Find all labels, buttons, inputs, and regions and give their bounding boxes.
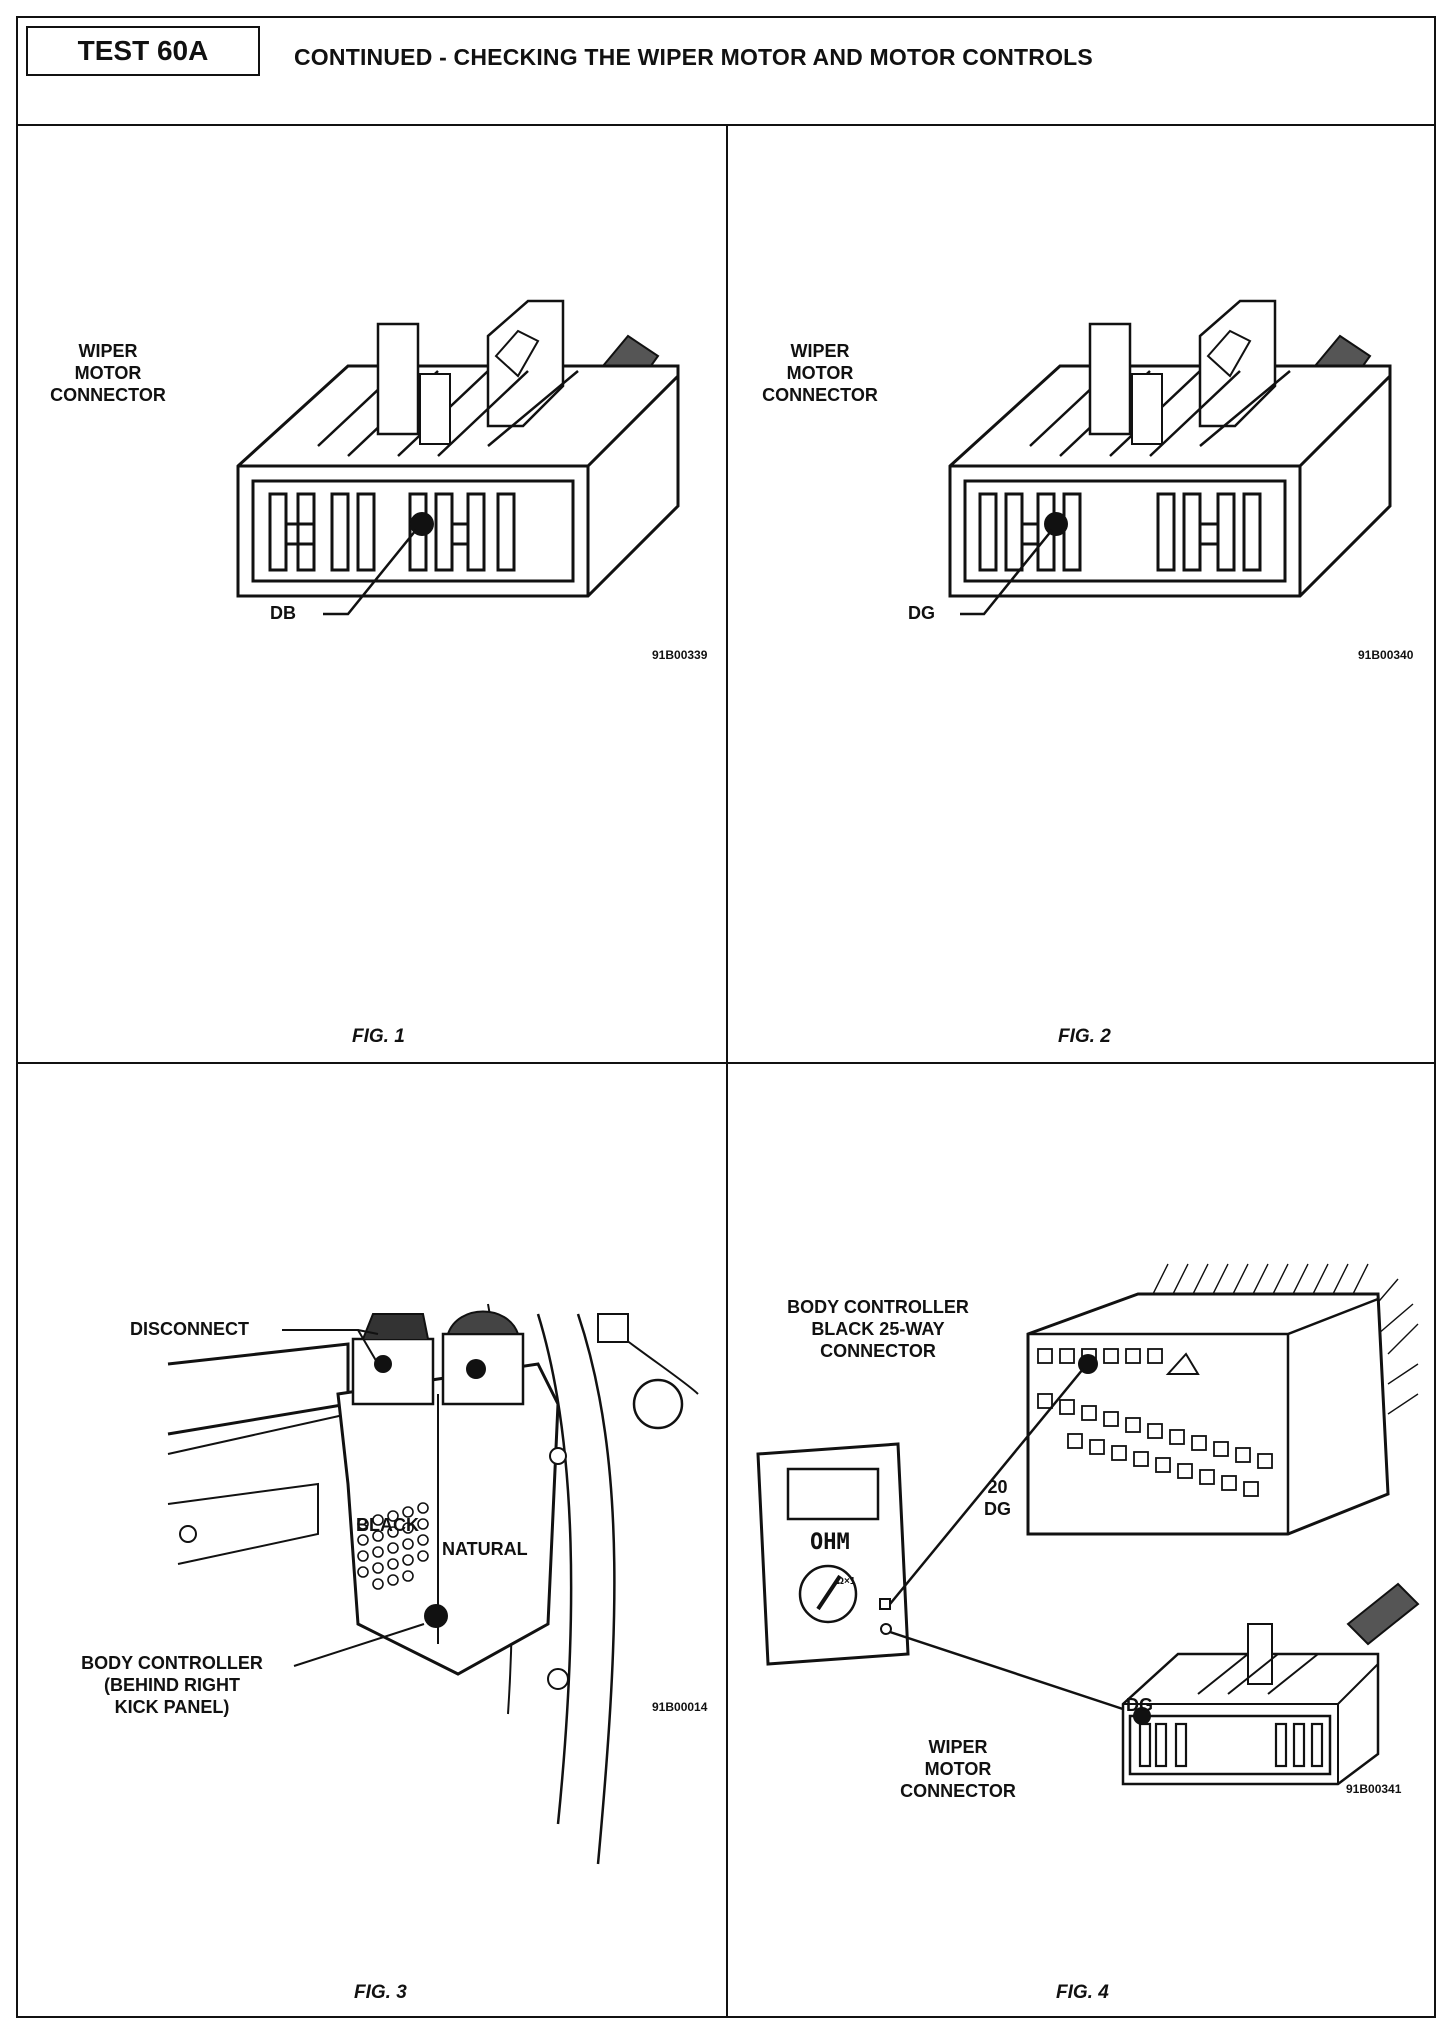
wiper-connector-drawing [948,299,1392,616]
panel-divider-vertical [726,126,728,2018]
fig4-drawing-code: 91B00341 [1346,1782,1402,1796]
test-setup-drawing [756,1263,1420,1786]
figure-2-panel: WIPER MOTOR CONNECTOR [728,126,1436,1062]
test-number: TEST 60A [77,35,209,66]
figure-3-panel: DISCONNECT BLACK NATURAL BODY CONTROLLER… [18,1064,726,2018]
fig4-wire-label: DG [1126,1695,1153,1715]
page-header: TEST 60A CONTINUED - CHECKING THE WIPER … [18,18,1434,126]
fig2-drawing-code: 91B00340 [1358,648,1414,662]
wiper-connector-drawing [236,299,680,616]
fig3-controller-label: BODY CONTROLLER (BEHIND RIGHT KICK PANEL… [81,1653,263,1717]
wire-bundle [1346,1582,1420,1646]
panel-divider-horizontal [18,1062,1434,1064]
fig2-caption: FIG. 2 [1058,1026,1111,1047]
fig4-pin-label: 20 DG [984,1477,1011,1519]
figure-1-panel: WIPER MOTOR CONNECTOR [18,126,726,1062]
fig2-connector-label: WIPER MOTOR CONNECTOR [762,341,878,405]
meter-range: Ω×1 [836,1576,856,1587]
fig3-caption: FIG. 3 [354,1982,407,2003]
fig2-wire-label: DG [908,603,935,623]
fig4-caption: FIG. 4 [1056,1982,1109,2003]
fig1-connector-label: WIPER MOTOR CONNECTOR [50,341,166,405]
page-title: CONTINUED - CHECKING THE WIPER MOTOR AND… [294,44,1093,70]
fig3-disconnect-label: DISCONNECT [130,1319,250,1339]
fig4-controller-label: BODY CONTROLLER BLACK 25-WAY CONNECTOR [787,1297,969,1361]
test-number-box: TEST 60A [26,26,260,76]
probe-point [1044,512,1068,536]
body-controller-drawing [167,1303,699,1865]
probe-point [424,1604,448,1628]
fig4-connector-label: WIPER MOTOR CONNECTOR [900,1737,1016,1801]
black-connector [351,1337,435,1406]
fig1-wire-label: DB [270,603,296,623]
meter-display: OHM [810,1530,850,1555]
fig3-natural-label: NATURAL [442,1539,528,1559]
fig1-caption: FIG. 1 [352,1026,405,1047]
fig1-drawing-code: 91B00339 [652,648,708,662]
figure-4-panel: BODY CONTROLLER BLACK 25-WAY CONNECTOR [728,1064,1436,2018]
fig3-black-label: BLACK [356,1515,419,1535]
manual-page: TEST 60A CONTINUED - CHECKING THE WIPER … [16,16,1436,2018]
fig3-drawing-code: 91B00014 [652,1700,708,1714]
